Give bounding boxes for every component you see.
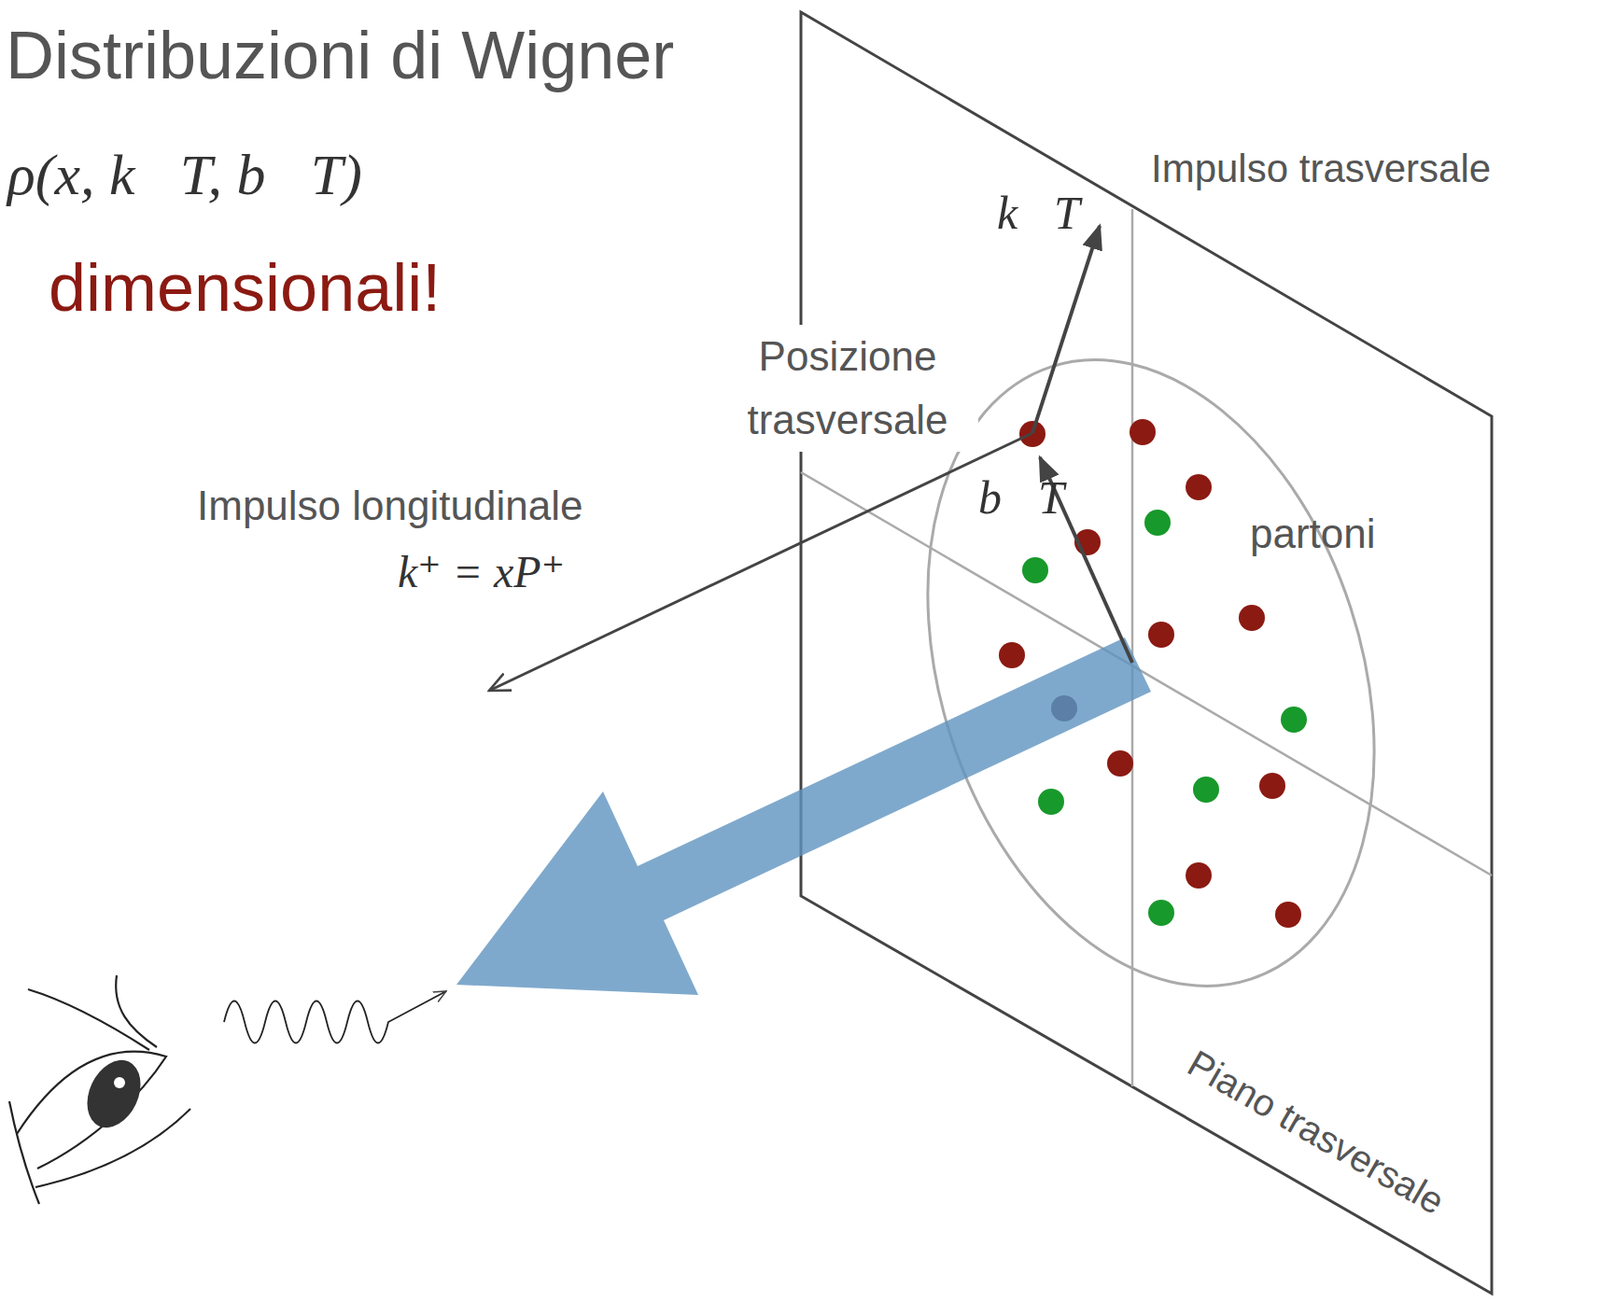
parton <box>1192 776 1220 803</box>
eye-outline <box>16 1052 167 1169</box>
eye-cheek <box>9 1101 40 1205</box>
parton-label: partoni <box>1249 509 1376 560</box>
parton <box>1238 604 1265 632</box>
parton <box>1129 419 1156 446</box>
title: Distribuzioni di Wigner <box>5 18 674 93</box>
eye-lashes <box>28 989 150 1051</box>
eye-iris <box>76 1052 151 1137</box>
formula: ρ(x, k⃗T, b⃗T) <box>7 140 363 210</box>
parton <box>998 642 1025 669</box>
vector-label: b⃗T <box>978 469 1065 526</box>
parton <box>1148 621 1175 648</box>
parton <box>1185 474 1212 501</box>
parton <box>1022 557 1049 584</box>
transverse-plane <box>800 12 1492 1294</box>
photon-line <box>224 991 447 1044</box>
parton <box>1144 509 1171 536</box>
parton <box>1107 750 1134 777</box>
parton <box>1280 706 1307 733</box>
formula: k⁺ = xP⁺ <box>397 545 565 600</box>
eye-brow <box>115 975 157 1048</box>
eye-sketch <box>9 975 191 1205</box>
axis-label: Impulso trasversale <box>1150 145 1491 193</box>
parton <box>1185 862 1212 889</box>
plane-axis <box>1131 209 1135 1087</box>
vector-label: k⃗T <box>996 184 1081 241</box>
plane-label: Piano trasversale <box>1179 1040 1453 1224</box>
axis-label: Impulso longitudinale <box>196 481 583 532</box>
axis-label: Posizione trasversale <box>716 324 979 452</box>
dimension-note: dimensionali! <box>48 247 441 328</box>
longitudinal-axis <box>489 433 1033 691</box>
parton <box>1275 901 1302 928</box>
plane-axis <box>800 472 1492 876</box>
k-vector <box>1032 225 1100 434</box>
parton <box>1148 899 1175 927</box>
eye-highlight <box>113 1077 126 1089</box>
parton <box>1259 772 1286 800</box>
view-arrow <box>456 637 1151 996</box>
parton <box>1038 788 1065 815</box>
